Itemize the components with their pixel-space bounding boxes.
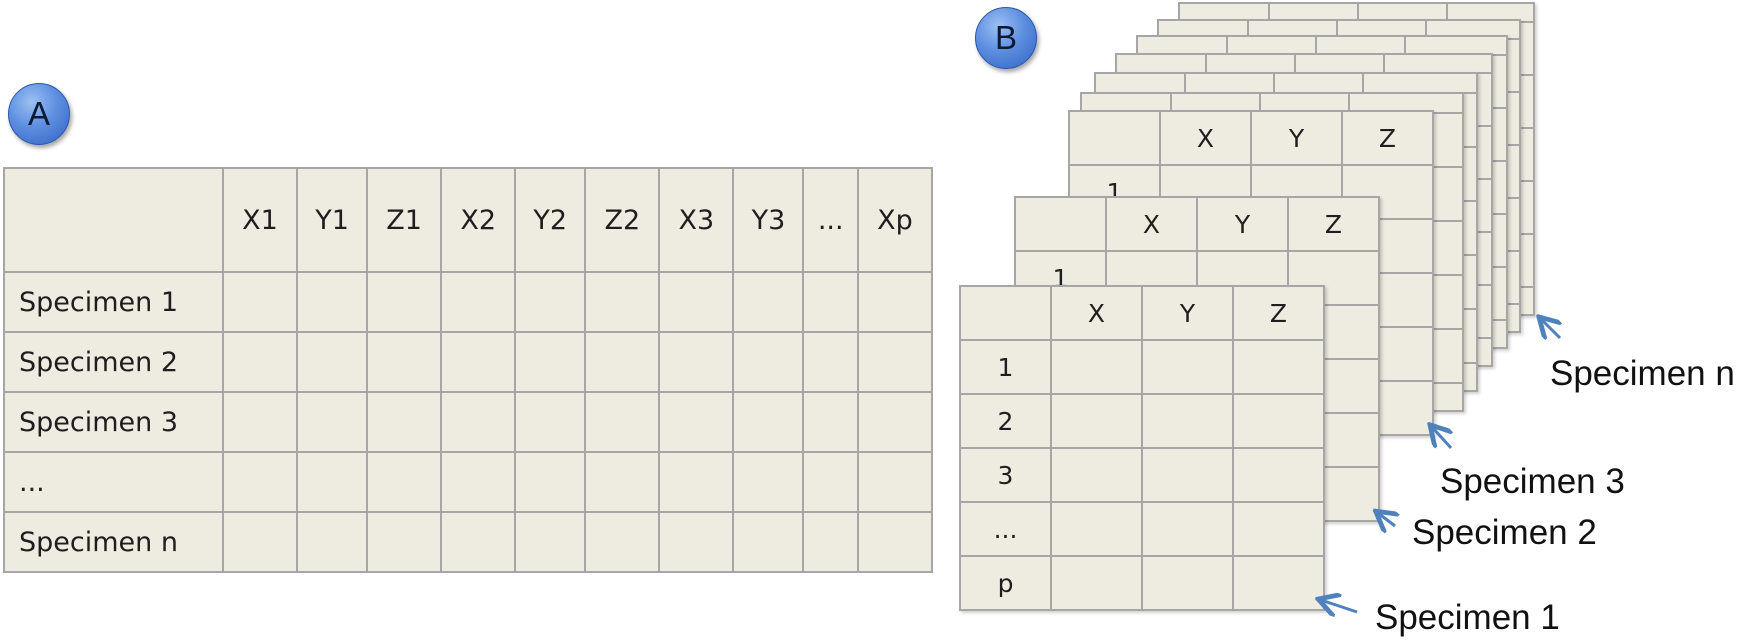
matrix-col-header: Z	[1341, 110, 1434, 166]
matrix-col-header: X	[1105, 196, 1198, 252]
panel-a-matrix: X1 Y1 Z1 X2 Y2 Z2 X3 Y3 ... Xp Specimen …	[3, 167, 934, 573]
matrix-col-header: Y	[1250, 110, 1343, 166]
panel-a-row: Specimen 2	[3, 331, 934, 393]
panel-a-row-label: Specimen 2	[3, 331, 224, 393]
matrix-row-label: 1	[959, 339, 1052, 395]
matrix-col-header: X	[1050, 285, 1143, 341]
panel-a-col-header: Y2	[514, 167, 587, 273]
arrow-specimen-2	[1378, 513, 1395, 526]
panel-a-row-label: ...	[3, 451, 224, 513]
matrix-col-header: Y	[1141, 285, 1234, 341]
panel-a-row: ...	[3, 451, 934, 513]
panel-a-corner-cell	[3, 167, 224, 273]
specimen-n-label: Specimen n	[1550, 354, 1735, 393]
panel-a-col-header: Y3	[732, 167, 805, 273]
matrix-col-header: Y	[1196, 196, 1289, 252]
specimen-2-label: Specimen 2	[1412, 513, 1597, 552]
matrix-row-label: p	[959, 555, 1052, 611]
panel-a-header-row: X1 Y1 Z1 X2 Y2 Z2 X3 Y3 ... Xp	[3, 167, 934, 273]
matrix-row-label: ...	[959, 501, 1052, 557]
arrow-specimen-n	[1541, 319, 1560, 338]
panel-a-badge: A	[8, 83, 70, 145]
panel-a-col-header: X3	[658, 167, 735, 273]
arrow-specimen-3	[1432, 427, 1451, 450]
specimen-1-label: Specimen 1	[1375, 598, 1560, 637]
panel-a-row: Specimen n	[3, 511, 934, 573]
panel-a-col-header: X1	[221, 167, 299, 273]
matrix-col-header: Z	[1287, 196, 1380, 252]
panel-a-col-header: ...	[802, 167, 859, 273]
panel-a-col-header: Z2	[584, 167, 661, 273]
panel-a-col-header: Z1	[366, 167, 443, 273]
arrow-specimen-1	[1321, 600, 1358, 612]
specimen-3-label: Specimen 3	[1440, 462, 1625, 501]
panel-a-row-label: Specimen 3	[3, 391, 224, 453]
panel-a-row: Specimen 3	[3, 391, 934, 453]
matrix-row-label: 2	[959, 393, 1052, 449]
panel-a-row-label: Specimen 1	[3, 271, 224, 333]
matrix-row-label: 3	[959, 447, 1052, 503]
panel-b-badge: B	[975, 7, 1037, 69]
matrix-col-header: X	[1159, 110, 1252, 166]
panel-a-col-header: Y1	[296, 167, 369, 273]
matrix-col-header: Z	[1232, 285, 1325, 341]
panel-a-col-header: X2	[440, 167, 517, 273]
panel-a-row: Specimen 1	[3, 271, 934, 333]
panel-a-row-label: Specimen n	[3, 511, 224, 573]
panel-a-col-header: Xp	[856, 167, 934, 273]
